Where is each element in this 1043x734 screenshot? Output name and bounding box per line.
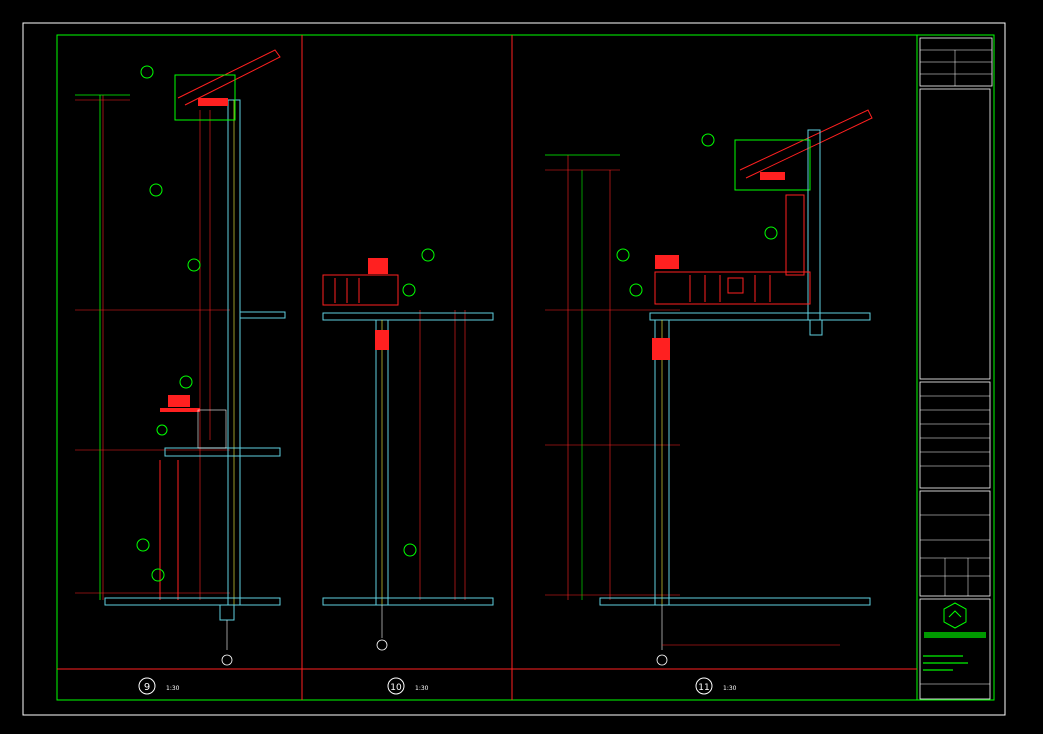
panel-number-10: 10 — [390, 683, 402, 693]
house-logo-icon — [943, 602, 967, 629]
project-info-box — [919, 490, 991, 597]
panel-scale-10: 1:30 — [415, 685, 429, 692]
section-9 — [75, 49, 286, 666]
panel-number-11: 11 — [698, 683, 709, 693]
panel-label-10: 10 1:30 — [387, 677, 429, 695]
outer-frame — [22, 22, 1006, 716]
title-block — [919, 37, 993, 700]
panel-label-9: 9 1:30 — [138, 677, 180, 695]
section-11 — [545, 109, 873, 666]
company-box — [919, 598, 991, 700]
panel-number-9: 9 — [144, 682, 150, 693]
drawing-border — [56, 34, 995, 701]
revision-box — [919, 381, 991, 489]
notes-box — [919, 88, 991, 380]
panel-scale-9: 1:30 — [166, 685, 180, 692]
panel-label-11: 11 1:30 — [695, 677, 737, 695]
section-10 — [322, 248, 494, 651]
panel-scale-11: 1:30 — [723, 685, 737, 692]
